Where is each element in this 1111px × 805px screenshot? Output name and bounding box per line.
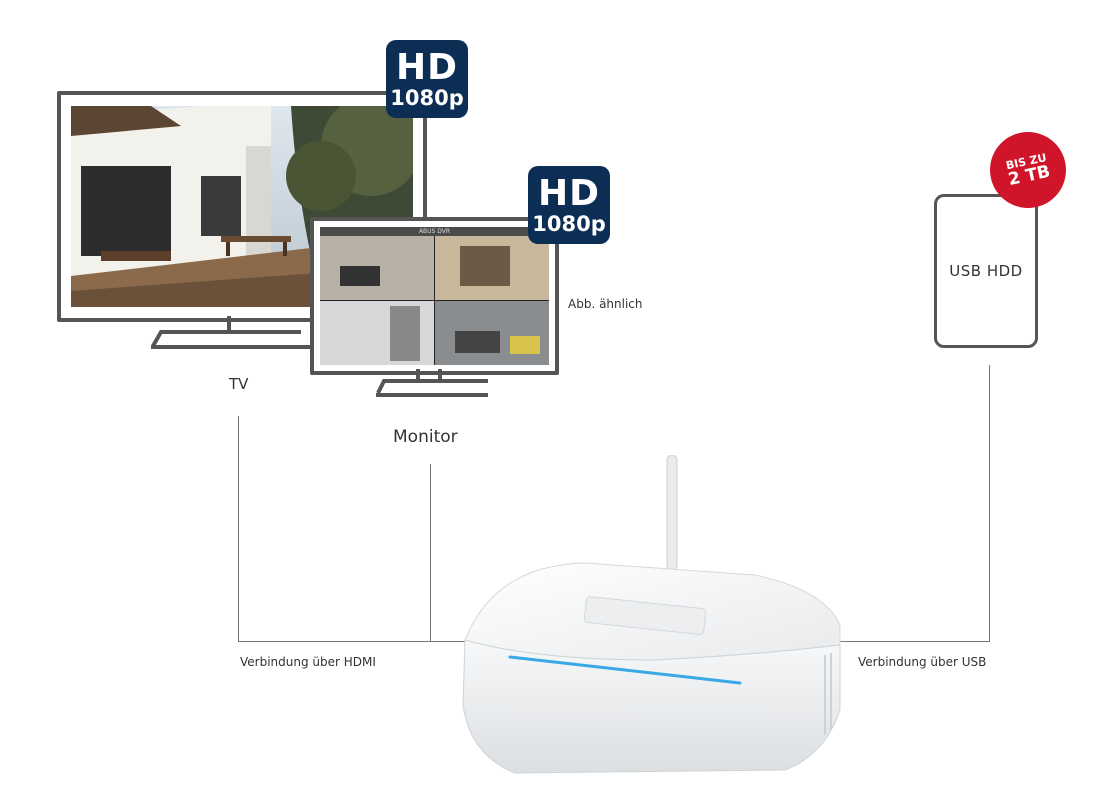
monitor-screen: ABUS DVR [320,227,549,365]
monitor-screen-titlebar: ABUS DVR [320,227,549,236]
hdmi-wire-monitor-vertical [430,464,431,642]
antenna [666,455,678,571]
usb-hdd-label: USB HDD [949,262,1023,280]
tv-resolution-text: 1080p [390,85,464,110]
brand-logo [583,596,707,635]
usb-hdd: USB HDD [934,194,1038,348]
usb-wire-horizontal [838,641,990,642]
monitor-hd-badge: HD 1080p [528,166,610,244]
usb-wire-vertical [989,365,990,642]
hdmi-wire-horizontal [238,641,481,642]
monitor-resolution-text: 1080p [532,211,606,236]
status-led-strip [508,655,742,685]
monitor-stand [376,369,488,397]
image-similar-note: Abb. ähnlich [568,297,643,311]
monitor: ABUS DVR [310,217,559,375]
monitor-camera-grid [320,236,549,365]
monitor-screen-title: ABUS DVR [418,228,451,235]
monitor-hd-text: HD [537,172,600,214]
monitor-label: Monitor [393,427,458,447]
hdmi-connection-label: Verbindung über HDMI [240,655,376,669]
tv-hd-text: HD [395,46,458,88]
hdmi-wire-tv-vertical [238,416,239,642]
tv-hd-badge: HD 1080p [386,40,468,118]
usb-connection-label: Verbindung über USB [858,655,987,669]
nvr-recorder [462,455,841,774]
tv-label: TV [229,375,249,393]
